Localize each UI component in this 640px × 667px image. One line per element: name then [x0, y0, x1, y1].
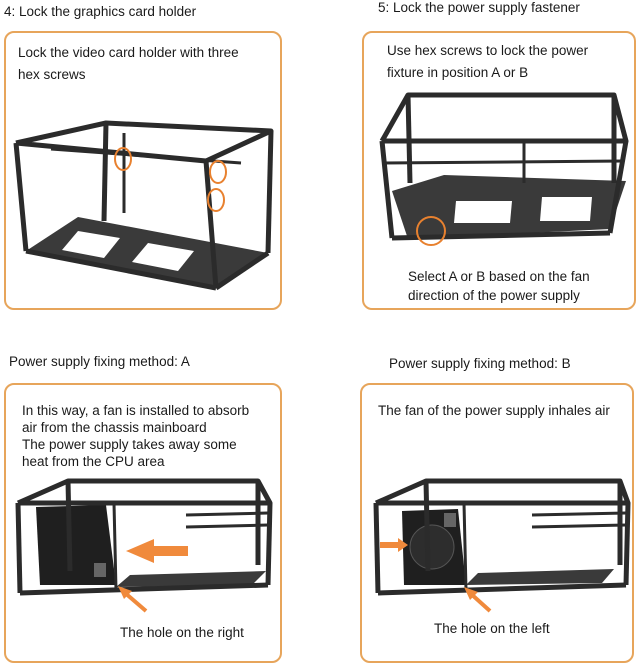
step4-text-line2: hex screws	[18, 67, 86, 82]
airflow-arrow-icon	[126, 539, 188, 563]
pointer-arrow-icon	[464, 587, 478, 600]
step5-caption-line1: Select A or B based on the fan	[408, 269, 590, 284]
airflow-arrow-icon	[380, 538, 408, 552]
step5-heading: 5: Lock the power supply fastener	[378, 0, 580, 15]
pointer-arrow-icon	[118, 586, 132, 599]
step5-panel: Use hex screws to lock the power fixture…	[362, 31, 636, 310]
method-a-line3: The power supply takes away some	[22, 437, 237, 452]
method-a-caption: The hole on the right	[120, 625, 244, 640]
step5-text-line2: fixture in position A or B	[387, 65, 529, 80]
step5-text-line1: Use hex screws to lock the power	[387, 43, 589, 58]
open-frame-chassis-illustration	[379, 92, 629, 246]
method-b-heading: Power supply fixing method: B	[389, 356, 571, 371]
chassis-with-psu-illustration	[373, 478, 631, 613]
method-a-line4: heat from the CPU area	[22, 454, 165, 469]
chassis-with-psu-illustration	[15, 478, 273, 613]
step5-caption-line2: direction of the power supply	[408, 288, 580, 303]
method-b-caption: The hole on the left	[434, 621, 550, 636]
method-a-heading: Power supply fixing method: A	[9, 354, 190, 369]
step4-heading: 4: Lock the graphics card holder	[4, 4, 197, 19]
open-frame-chassis-illustration	[13, 120, 274, 291]
method-b-line1: The fan of the power supply inhales air	[378, 403, 610, 418]
step4-panel: Lock the video card holder with three he…	[4, 31, 282, 310]
method-b-panel: The fan of the power supply inhales air …	[360, 383, 634, 663]
method-a-line1: In this way, a fan is installed to absor…	[22, 403, 250, 418]
method-a-line2: air from the chassis mainboard	[22, 420, 207, 435]
step4-text-line1: Lock the video card holder with three	[18, 45, 239, 60]
method-a-panel: In this way, a fan is installed to absor…	[4, 383, 282, 663]
